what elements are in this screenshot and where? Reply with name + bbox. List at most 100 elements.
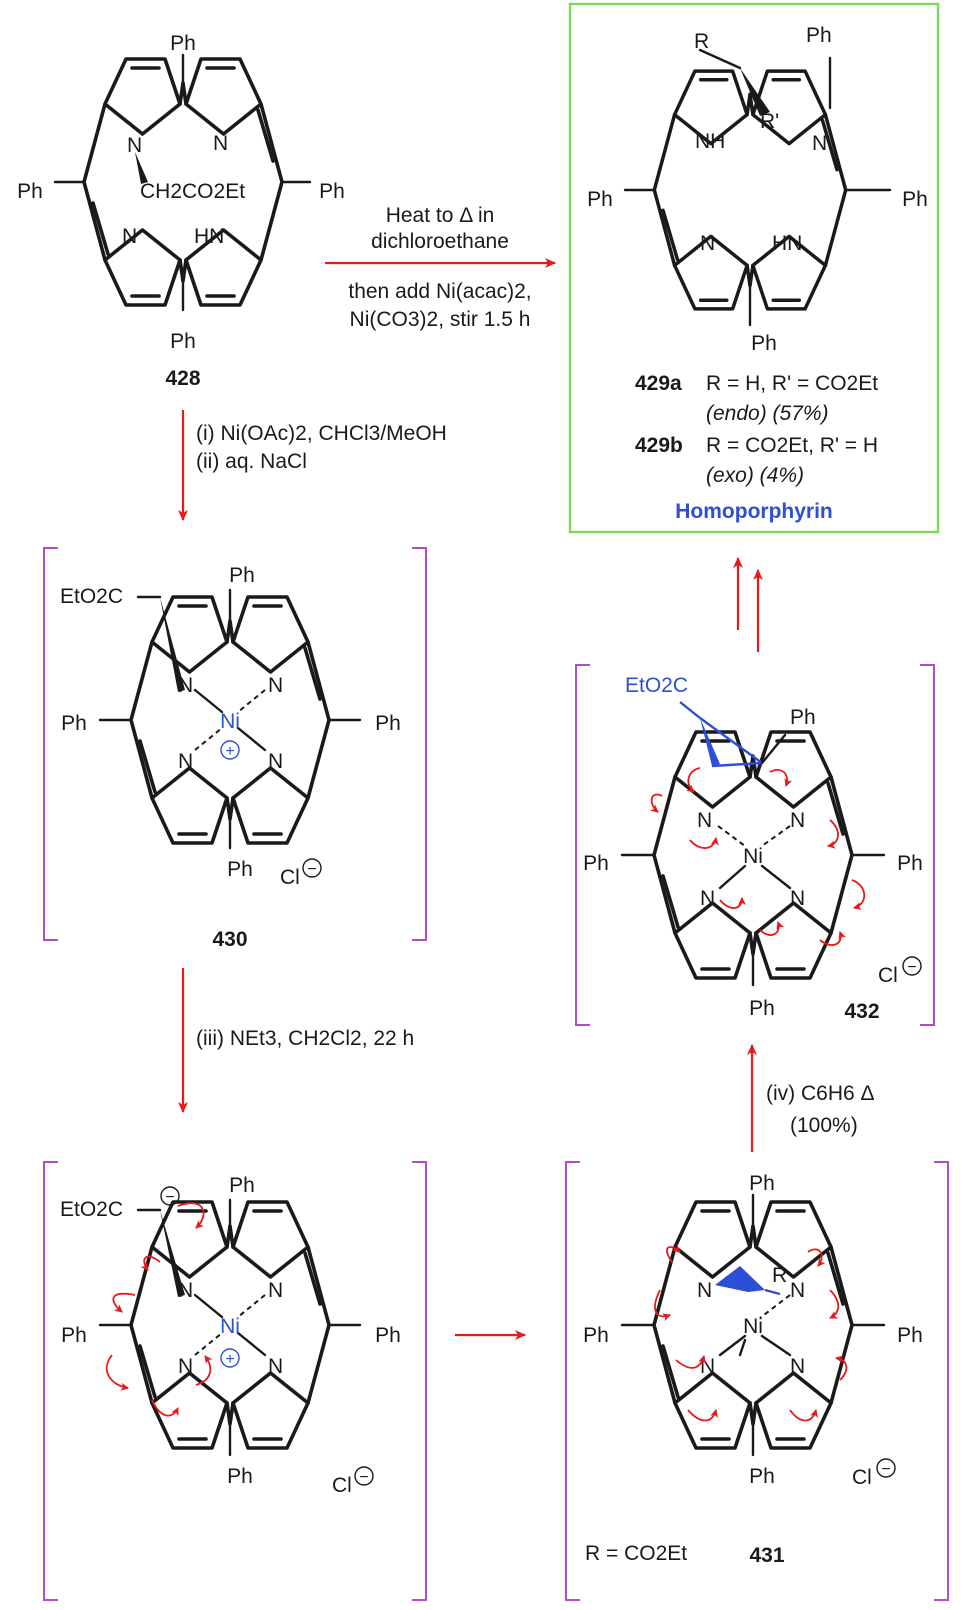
ester-label: EtO2C <box>625 674 688 697</box>
electron-push-arrow <box>769 769 793 787</box>
electron-push-arrow <box>177 1202 205 1229</box>
condition-reagent: then add Ni(acac)2, <box>348 280 531 303</box>
n-label: N <box>700 887 715 910</box>
electron-push-arrow <box>650 793 663 813</box>
n-label: N <box>790 809 805 832</box>
condition-step-iv: (iv) C6H6 Δ <box>766 1082 875 1105</box>
positive-charge-icon <box>220 1348 240 1368</box>
carbanion-charge-icon <box>160 1186 180 1206</box>
n-label: N <box>178 750 193 773</box>
ph-label: Ph <box>227 1465 253 1488</box>
ni-label: Ni <box>743 1315 763 1338</box>
compound-429b-label: 429b <box>635 434 683 457</box>
plus-sign: + <box>225 1351 234 1368</box>
electron-push-arrow <box>807 1248 826 1267</box>
compound-430-structure: Ph Ph Ph Ph EtO2C N N N N Ni + Cl − 430 <box>43 547 427 951</box>
ph-label: Ph <box>902 188 928 211</box>
electron-push-arrow <box>666 1244 681 1263</box>
n-label: N <box>812 132 827 155</box>
minus-sign: − <box>307 861 316 878</box>
condition-step-iv-yield: (100%) <box>790 1114 858 1137</box>
ph-label: Ph <box>61 712 87 735</box>
electron-push-arrow <box>112 1292 136 1313</box>
minus-sign: − <box>907 959 916 976</box>
ph-label: Ph <box>229 1174 255 1197</box>
negative-charge-icon <box>876 1458 896 1478</box>
hn-label: HN <box>194 225 224 248</box>
minus-sign: − <box>165 1189 174 1206</box>
electron-push-arrow <box>689 837 719 849</box>
electron-push-arrow <box>719 897 746 909</box>
chloride-label: Cl <box>852 1466 872 1489</box>
compound-429b-desc: R = CO2Et, R' = H <box>706 434 878 457</box>
n-label: N <box>697 809 712 832</box>
compound-431-structure: Ph Ph Ph Ph R N N N N Ni Cl − R = CO2Et … <box>565 1161 949 1601</box>
r-label: R <box>694 30 709 53</box>
n-label: N <box>268 674 283 697</box>
n-label: N <box>127 134 142 157</box>
ph-label: Ph <box>806 24 832 47</box>
n-label: N <box>178 1355 193 1378</box>
ester-label: EtO2C <box>60 1198 123 1221</box>
arrow-step-iii: (iii) NEt3, CH2Cl2, 22 h <box>178 968 414 1113</box>
ph-label: Ph <box>170 330 196 353</box>
r-label: R <box>772 1264 787 1287</box>
compound-431-label: 431 <box>749 1544 784 1567</box>
positive-charge-icon <box>220 740 240 760</box>
ph-label: Ph <box>319 180 345 203</box>
negative-charge-icon <box>354 1466 374 1486</box>
compound-432-label: 432 <box>844 1000 879 1023</box>
arrow-step-iv: (iv) C6H6 Δ (100%) <box>747 1044 875 1152</box>
ph-label: Ph <box>583 1324 609 1347</box>
electron-push-arrow <box>851 879 866 910</box>
ph-label: Ph <box>790 706 816 729</box>
compound-432-structure: EtO2C Ph Ph Ph Ph N N N N Ni Cl − 432 <box>575 664 935 1026</box>
electron-push-arrow <box>835 1355 848 1381</box>
ph-label: Ph <box>229 564 255 587</box>
ni-label: Ni <box>220 1315 240 1338</box>
ph-label: Ph <box>17 180 43 203</box>
compound-429-box: Ph R R' Ph Ph Ph NH N N HN 429a R = H, R… <box>568 2 940 534</box>
condition-time: Ni(CO3)2, stir 1.5 h <box>350 308 531 331</box>
arrow-step-i-ii: (i) Ni(OAc)2, CHCl3/MeOH (ii) aq. NaCl <box>178 410 447 521</box>
ph-label: Ph <box>897 1324 923 1347</box>
minus-sign: − <box>359 1469 368 1486</box>
electron-push-arrow <box>106 1354 129 1391</box>
compound-429a-desc: R = H, R' = CO2Et <box>706 372 878 395</box>
top-reaction-arrow: Heat to Δ in dichloroethane then add Ni(… <box>325 204 556 331</box>
electron-push-arrow <box>789 1409 818 1422</box>
ester-label: EtO2C <box>60 585 123 608</box>
condition-heat: Heat to Δ in <box>386 204 495 227</box>
ni-label: Ni <box>220 710 240 733</box>
n-label: N <box>213 132 228 155</box>
electron-push-arrow <box>829 1289 840 1319</box>
nh-label: NH <box>695 130 725 153</box>
ph-label: Ph <box>587 188 613 211</box>
ph-label: Ph <box>749 997 775 1020</box>
ph-label: Ph <box>751 332 777 355</box>
r-definition: R = CO2Et <box>585 1542 687 1565</box>
arrow-432-to-429 <box>733 557 763 652</box>
hn-label: HN <box>772 232 802 255</box>
negative-charge-icon <box>302 858 322 878</box>
ph-label: Ph <box>61 1324 87 1347</box>
chloride-label: Cl <box>332 1474 352 1497</box>
n-label: N <box>790 1279 805 1302</box>
n-label: N <box>700 232 715 255</box>
n-label: N <box>268 750 283 773</box>
chloride-label: Cl <box>878 964 898 987</box>
electron-push-arrow <box>819 931 847 946</box>
compound-429a-label: 429a <box>635 372 682 395</box>
ph-label: Ph <box>749 1465 775 1488</box>
ph-label: Ph <box>897 852 923 875</box>
condition-step-iii: (iii) NEt3, CH2Cl2, 22 h <box>196 1027 414 1050</box>
ph-label: Ph <box>375 712 401 735</box>
compound-428-label: 428 <box>165 367 200 390</box>
electron-push-arrow <box>687 1409 718 1422</box>
compound-428-structure: Ph Ph Ph Ph N N N HN CH2CO2Et 428 <box>17 32 345 390</box>
ph-label: Ph <box>749 1172 775 1195</box>
condition-step-i: (i) Ni(OAc)2, CHCl3/MeOH <box>196 422 447 445</box>
electron-push-arrow <box>675 1355 706 1369</box>
electron-push-arrow <box>654 1289 671 1322</box>
